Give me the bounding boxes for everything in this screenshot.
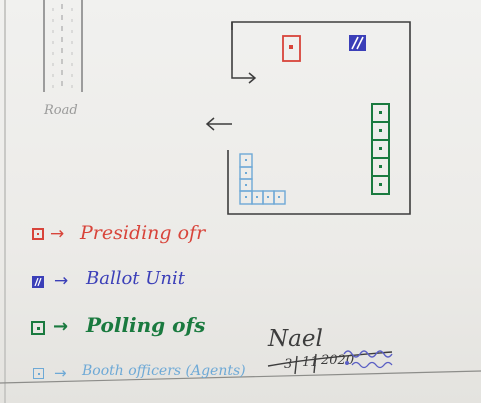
board-edge (4, 0, 6, 403)
polling-officer-markers (379, 111, 382, 186)
polling-officers-column (371, 103, 390, 195)
presiding-legend-arrow: → (50, 224, 65, 244)
booth-legend-icon (33, 368, 44, 379)
road (43, 0, 83, 92)
presiding-legend-label: Presiding ofr (80, 222, 206, 244)
polling-legend-arrow: → (53, 316, 69, 337)
presiding-legend-icon (32, 228, 44, 240)
booth-officer-markers (245, 159, 280, 198)
ballot-unit (349, 35, 366, 51)
booth-room-outline (227, 21, 411, 215)
booth-legend-label: Booth officers (Agents) (82, 363, 246, 379)
official-stamp (343, 350, 393, 369)
exit-arrow (205, 117, 232, 131)
booth-legend-arrow: → (54, 364, 67, 382)
signature-date-day: 3 (284, 357, 293, 372)
polling-legend-icon (31, 321, 45, 335)
ballot-legend-arrow: → (54, 271, 69, 291)
signature-strokes (267, 351, 393, 375)
ballot-legend-icon (32, 276, 44, 288)
booth-officers-group (239, 153, 286, 205)
signature-date-month: 11 (302, 355, 319, 370)
signature-name: Nael (268, 326, 323, 352)
ballot-legend-label: Ballot Unit (86, 268, 186, 289)
road-label: Road (44, 103, 78, 118)
room-top-and-right-wall (227, 21, 411, 215)
entry-arrow (231, 70, 257, 84)
board-bottom-edge (0, 370, 481, 384)
presiding-officer-seat (282, 35, 301, 62)
polling-legend-label: Polling ofs (86, 313, 206, 337)
